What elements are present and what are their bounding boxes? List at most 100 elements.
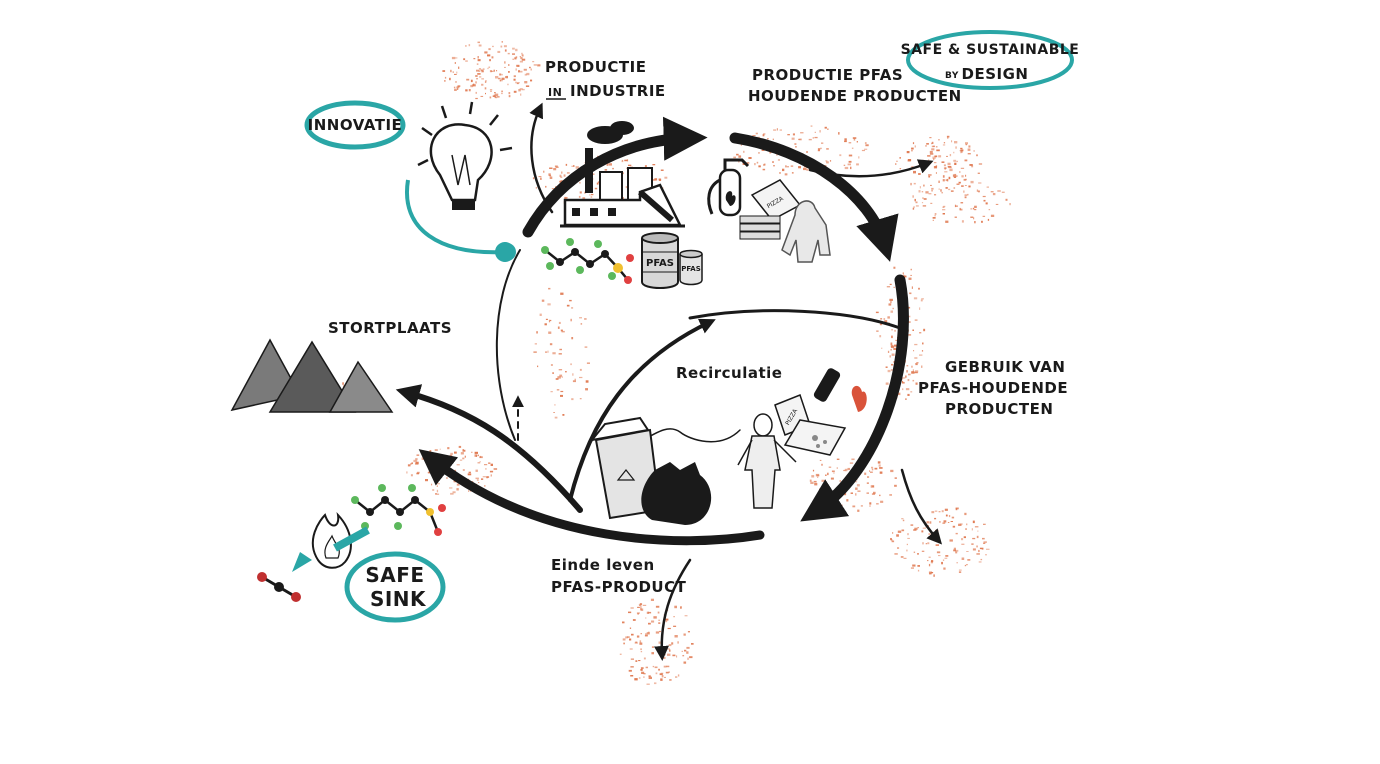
spray-dot xyxy=(961,557,965,560)
spray-dot xyxy=(664,176,668,179)
spray-dot xyxy=(604,169,608,171)
spray-dot xyxy=(415,458,418,461)
spray-dot xyxy=(556,389,560,391)
spray-dot xyxy=(559,374,563,377)
spray-dot xyxy=(667,653,671,656)
spray-dot xyxy=(902,377,906,379)
spray-dot xyxy=(866,492,869,494)
spray-dot xyxy=(814,136,818,139)
spray-dot xyxy=(570,363,572,366)
spray-dot xyxy=(907,321,911,323)
spray-dot xyxy=(960,149,964,152)
spray-dot xyxy=(519,56,521,58)
teal-arrow-to-flame xyxy=(333,526,370,552)
spray-dot xyxy=(476,63,479,65)
spray-dot xyxy=(955,507,959,510)
spray-dot xyxy=(913,182,916,185)
spray-dot xyxy=(915,382,918,385)
spray-dot xyxy=(912,379,915,382)
spray-dot xyxy=(826,148,829,150)
spray-dot xyxy=(914,372,918,374)
spray-dot xyxy=(928,563,931,567)
spray-dot xyxy=(843,164,846,166)
spray-dot xyxy=(889,355,891,358)
spray-dot xyxy=(642,604,647,606)
spray-dot xyxy=(545,185,547,188)
spray-dot xyxy=(665,671,669,674)
spray-dot xyxy=(432,489,435,491)
spray-dot xyxy=(553,168,557,171)
spray-dot xyxy=(955,532,958,535)
spray-dot xyxy=(672,654,676,657)
spray-dot xyxy=(819,459,822,461)
spray-dot xyxy=(891,363,894,366)
spray-dot xyxy=(630,666,634,668)
spray-dot xyxy=(436,485,438,487)
spray-dot xyxy=(905,375,907,378)
spray-dot xyxy=(486,476,490,478)
spray-dot xyxy=(965,144,967,146)
spray-dot xyxy=(879,322,883,326)
spray-dot xyxy=(554,165,558,168)
spray-dot xyxy=(638,677,641,679)
spray-dot xyxy=(918,173,921,175)
spray-dot xyxy=(915,205,919,207)
spray-dot xyxy=(628,611,632,614)
spray-dot xyxy=(948,188,951,191)
spray-dot xyxy=(969,164,973,166)
spray-dot xyxy=(773,129,777,131)
spray-dot xyxy=(447,447,450,450)
spray-dot xyxy=(881,347,883,349)
spray-dot xyxy=(648,676,652,679)
spray-dot xyxy=(844,468,848,472)
spray-dot xyxy=(844,138,847,141)
spray-dot xyxy=(514,57,517,60)
spray-dot xyxy=(478,68,482,70)
spray-dot xyxy=(677,674,680,677)
spray-dot xyxy=(907,537,910,539)
spray-dot xyxy=(982,537,985,540)
spray-dot xyxy=(457,85,461,87)
spray-dot xyxy=(470,84,473,88)
spray-dot xyxy=(876,503,879,505)
spray-dot xyxy=(496,70,498,72)
spray-dot xyxy=(547,350,549,353)
spray-dot xyxy=(978,561,982,563)
spray-dot xyxy=(767,138,769,140)
spray-dot xyxy=(893,286,895,288)
spray-dot xyxy=(507,83,509,86)
spray-dot xyxy=(489,59,491,62)
spray-dot xyxy=(669,679,672,681)
spray-dot xyxy=(879,494,881,497)
spray-dot xyxy=(970,180,974,184)
spray-dot xyxy=(446,477,448,479)
spray-dot xyxy=(917,569,920,572)
garbage-bag-icon xyxy=(641,462,712,525)
spray-dot xyxy=(521,54,524,57)
landfill-group: stortplaats xyxy=(230,319,452,413)
spray-dot xyxy=(961,175,964,178)
spray-dot xyxy=(579,317,582,319)
spray-dot xyxy=(629,648,633,650)
spray-dot xyxy=(976,154,978,157)
spray-dot xyxy=(550,319,552,322)
spray-dot xyxy=(887,350,890,353)
mountain-icon xyxy=(230,338,394,413)
spray-dot xyxy=(893,266,896,269)
stortplaats-label: stortplaats xyxy=(328,319,452,337)
spray-dot xyxy=(955,205,958,207)
spray-dot xyxy=(493,69,495,72)
spray-dot xyxy=(931,145,935,148)
spray-dot xyxy=(943,164,946,167)
spray-dot xyxy=(574,378,576,381)
spray-dot xyxy=(497,50,501,53)
spray-dot xyxy=(501,73,503,76)
spray-dot xyxy=(630,658,634,660)
spray-dot xyxy=(891,353,895,356)
spray-dot xyxy=(912,142,915,145)
spray-dot xyxy=(861,149,865,152)
spray-dot xyxy=(955,146,957,149)
spray-dot xyxy=(915,201,918,204)
productie-title: Productie xyxy=(545,58,647,76)
spray-dot xyxy=(477,462,481,464)
